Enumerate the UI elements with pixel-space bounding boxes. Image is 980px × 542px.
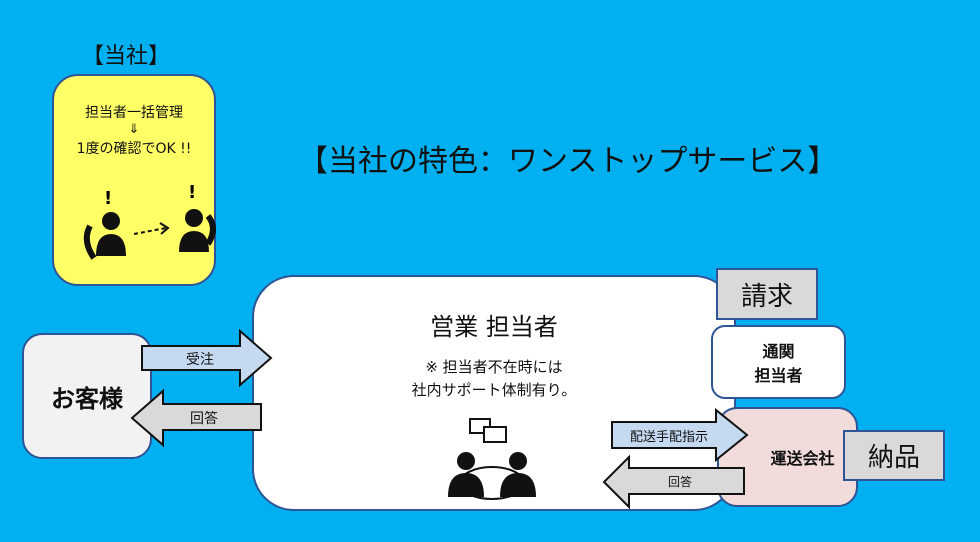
reply-label: 回答 xyxy=(190,411,218,427)
reply-arrow xyxy=(130,388,262,448)
customs-line1: 通関 xyxy=(762,342,795,361)
team-chat-icon xyxy=(448,418,536,500)
customer-box: お客様 xyxy=(22,333,152,459)
delivery-box: 納品 xyxy=(843,430,945,481)
delivery-label: 納品 xyxy=(867,443,920,473)
svg-text:!: ! xyxy=(188,182,196,203)
company-line1: 担当者一括管理 xyxy=(85,105,183,121)
billing-label: 請求 xyxy=(740,281,793,312)
page-title: 【当社の特色：ワンストップサービス】 xyxy=(298,144,838,179)
svg-text:!: ! xyxy=(104,188,112,209)
company-box: 担当者一括管理 ⇓ 1度の確認でOK !! ! ! xyxy=(52,74,216,286)
sales-note1: ※ 担当者不在時には xyxy=(425,358,563,376)
reply2-label: 回答 xyxy=(667,475,692,489)
customs-line2: 担当者 xyxy=(754,366,803,385)
customer-label: お客様 xyxy=(51,384,123,413)
down-arrow-icon: ⇓ xyxy=(128,122,140,137)
order-arrow xyxy=(141,328,273,388)
customs-box: 通関 担当者 xyxy=(711,325,846,399)
sales-note2: 社内サポート体制有り。 xyxy=(411,381,577,399)
billing-box: 請求 xyxy=(716,268,818,320)
delivery-instruction-arrow xyxy=(611,407,749,463)
sales-box: 営業 担当者 ※ 担当者不在時には 社内サポート体制有り。 xyxy=(252,275,736,511)
company-label: 【当社】 xyxy=(82,44,171,69)
phone-handoff-icon: ! ! xyxy=(83,182,216,260)
reply2-arrow xyxy=(602,454,745,510)
company-line2: 1度の確認でOK !! xyxy=(76,141,192,157)
sales-title: 営業 担当者 xyxy=(430,313,558,341)
order-label: 受注 xyxy=(186,352,214,368)
delivery-instruction-label: 配送手配指示 xyxy=(629,430,708,445)
carrier-label: 運送会社 xyxy=(770,449,835,468)
